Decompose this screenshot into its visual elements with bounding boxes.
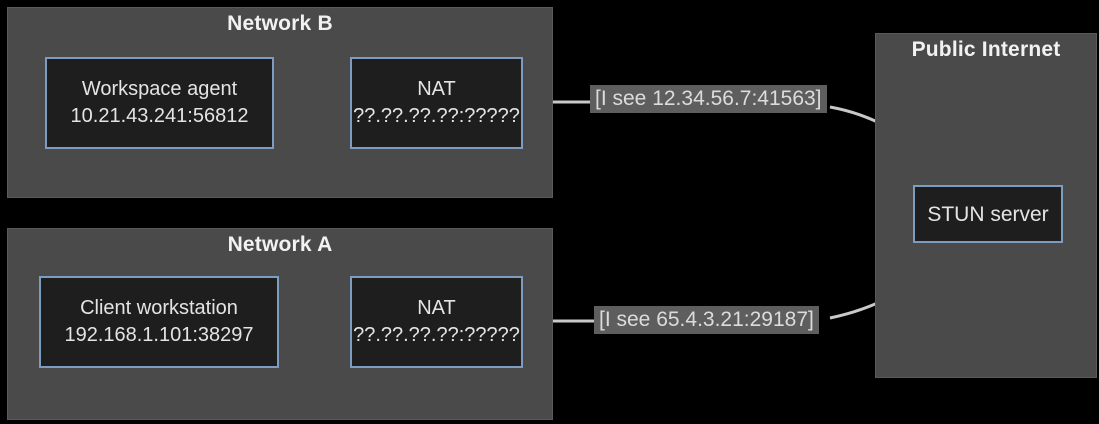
client-workstation-label: Client workstation bbox=[80, 297, 238, 319]
nat-b-label: NAT bbox=[417, 78, 456, 100]
client-workstation-node: Client workstation 192.168.1.101:38297 bbox=[39, 276, 279, 368]
public-internet-title: Public Internet bbox=[911, 38, 1061, 61]
network-a-title: Network A bbox=[227, 233, 333, 256]
stun-reply-label-b: [I see 12.34.56.7:41563] bbox=[590, 85, 827, 113]
stun-reply-label-a: [I see 65.4.3.21:29187] bbox=[594, 306, 819, 334]
stun-server-label: STUN server bbox=[927, 202, 1049, 226]
workspace-agent-address: 10.21.43.241:56812 bbox=[70, 105, 249, 127]
nat-a-address: ??.??.??.??:????? bbox=[353, 324, 520, 346]
workspace-agent-label: Workspace agent bbox=[81, 78, 238, 100]
nat-a-label: NAT bbox=[417, 297, 456, 319]
network-a-container: Network A Client workstation 192.168.1.1… bbox=[7, 228, 553, 420]
nat-a-node: NAT ??.??.??.??:????? bbox=[350, 276, 523, 368]
client-workstation-address: 192.168.1.101:38297 bbox=[64, 324, 254, 346]
nat-b-node: NAT ??.??.??.??:????? bbox=[350, 57, 523, 149]
nat-b-address: ??.??.??.??:????? bbox=[353, 105, 520, 127]
stun-server-node: STUN server bbox=[913, 185, 1063, 243]
workspace-agent-node: Workspace agent 10.21.43.241:56812 bbox=[45, 57, 274, 149]
public-internet-container: Public Internet STUN server bbox=[875, 33, 1097, 378]
network-b-title: Network B bbox=[227, 12, 333, 35]
network-b-container: Network B Workspace agent 10.21.43.241:5… bbox=[7, 7, 553, 198]
